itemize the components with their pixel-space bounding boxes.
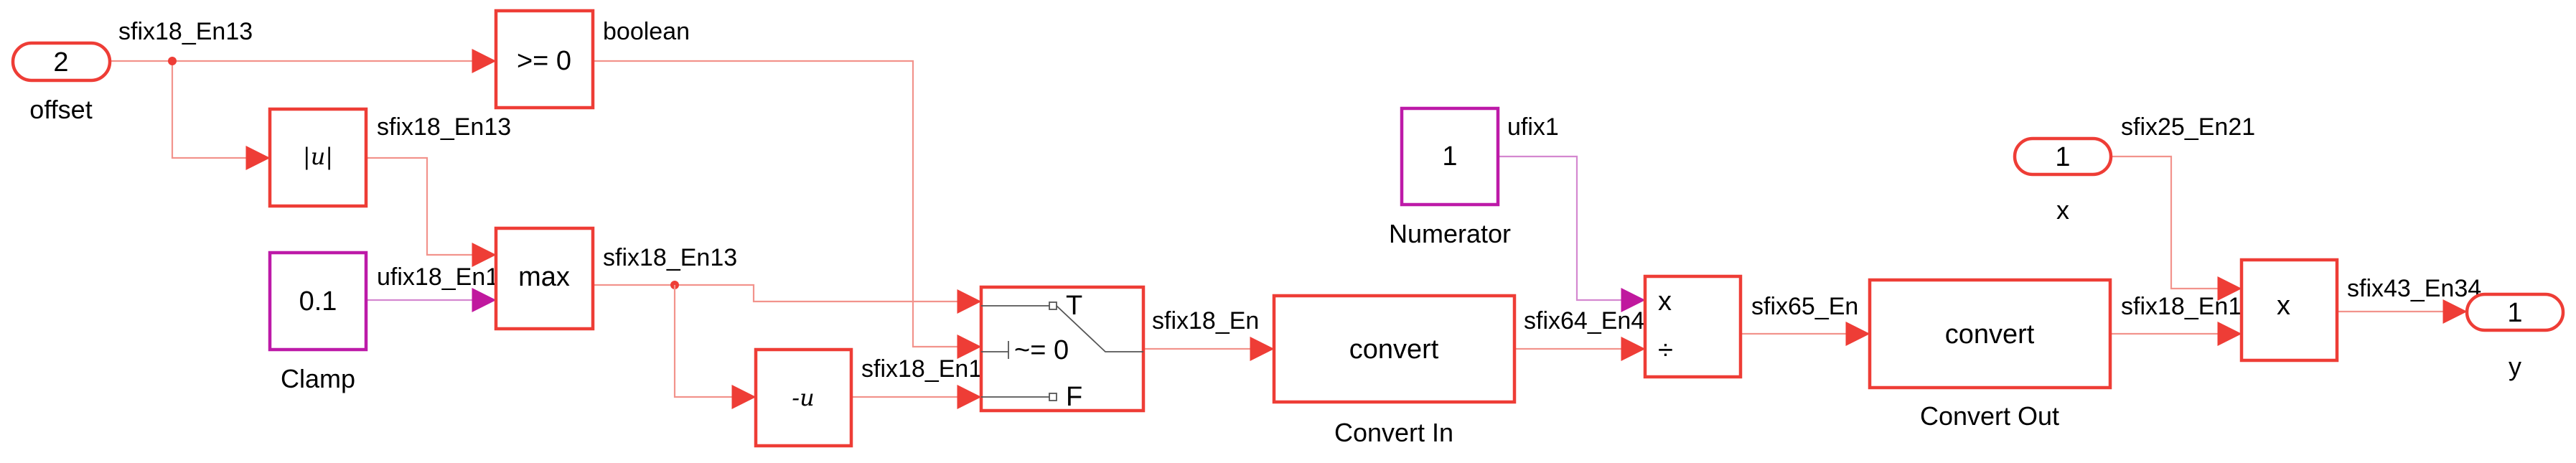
inport-offset-label: offset <box>29 95 92 124</box>
switch-control-tick <box>981 341 1009 359</box>
abs-block-text: |u| <box>303 143 333 170</box>
inport-x-label: x <box>2056 195 2069 225</box>
product-block-text: x <box>2277 291 2290 321</box>
signal-label-product: sfix43_En34 <box>2347 275 2481 302</box>
inport-x[interactable]: 1 x <box>2013 136 2113 225</box>
switch-criteria: ~= 0 <box>1014 335 1069 365</box>
signal-lines <box>111 49 2468 409</box>
unary-minus-block[interactable]: -u <box>754 347 853 448</box>
max-block[interactable]: max <box>494 226 595 331</box>
divide-mult-sign: x <box>1658 286 1672 317</box>
line-x-to-product <box>2111 155 2242 301</box>
switch-false-label: F <box>1066 382 1082 412</box>
signal-label-x: sfix25_En21 <box>2121 113 2255 141</box>
line-numerator-to-divide <box>1498 155 1646 312</box>
signal-label-max: sfix18_En13 <box>603 244 737 271</box>
numerator-value: 1 <box>1442 141 1457 172</box>
switch-block[interactable]: T ~= 0 F <box>979 285 1146 413</box>
convert-in-label: Convert In <box>1334 418 1453 447</box>
outport-y[interactable]: 1 y <box>2465 292 2565 381</box>
outport-y-label: y <box>2509 352 2521 381</box>
signal-label-negate: sfix18_En13 <box>861 355 996 383</box>
signal-label-convert-out: sfix18_En13 <box>2121 293 2255 320</box>
signal-label-offset: sfix18_En13 <box>118 18 253 45</box>
signal-label-clamp: ufix18_En18 <box>377 263 512 291</box>
signal-label-divide: sfix65_En <box>1751 293 1858 320</box>
divide-div-sign: ÷ <box>1658 335 1673 365</box>
switch-top-terminal <box>1049 301 1057 310</box>
outport-y-number: 1 <box>2507 298 2522 328</box>
convert-out-block[interactable]: convert Convert Out <box>1868 278 2112 431</box>
clamp-constant-block[interactable]: 0.1 Clamp <box>268 251 368 393</box>
product-block[interactable]: x <box>2239 258 2339 363</box>
compare-to-zero-block[interactable]: >= 0 <box>494 9 595 110</box>
inport-offset-number: 2 <box>53 47 68 78</box>
switch-lever <box>1056 305 1143 352</box>
inport-offset[interactable]: 2 offset <box>11 41 112 124</box>
branch-point-offset <box>168 57 177 65</box>
convert-out-label: Convert Out <box>1920 401 2059 431</box>
convert-out-text: convert <box>1945 319 2035 350</box>
clamp-value: 0.1 <box>299 286 337 317</box>
line-max-to-negate <box>673 285 757 409</box>
numerator-label: Numerator <box>1389 219 1511 248</box>
clamp-label: Clamp <box>281 364 355 393</box>
signal-label-convert-in: sfix64_En46 <box>1524 307 1658 335</box>
numerator-constant-block[interactable]: 1 Numerator <box>1389 106 1511 248</box>
compare-block-text: >= 0 <box>517 46 571 76</box>
switch-bottom-terminal <box>1049 393 1057 401</box>
signal-label-numerator: ufix1 <box>1507 113 1559 141</box>
line-compare-to-switch <box>593 60 982 359</box>
convert-in-text: convert <box>1349 335 1439 365</box>
signal-label-abs: sfix18_En13 <box>377 113 511 141</box>
unary-minus-text: -u <box>792 384 814 411</box>
max-block-text: max <box>518 262 570 292</box>
signal-label-switch: sfix18_En <box>1152 307 1259 335</box>
line-max-to-switch <box>593 284 982 314</box>
divide-block[interactable]: x ÷ <box>1643 274 1743 379</box>
inport-x-number: 1 <box>2055 142 2070 172</box>
abs-block[interactable]: |u| <box>268 107 368 208</box>
line-offset-to-abs <box>171 61 271 170</box>
line-abs-to-max <box>366 156 497 267</box>
switch-true-label: T <box>1066 291 1082 321</box>
convert-in-block[interactable]: convert Convert In <box>1272 294 1517 447</box>
signal-label-compare: boolean <box>603 18 690 45</box>
